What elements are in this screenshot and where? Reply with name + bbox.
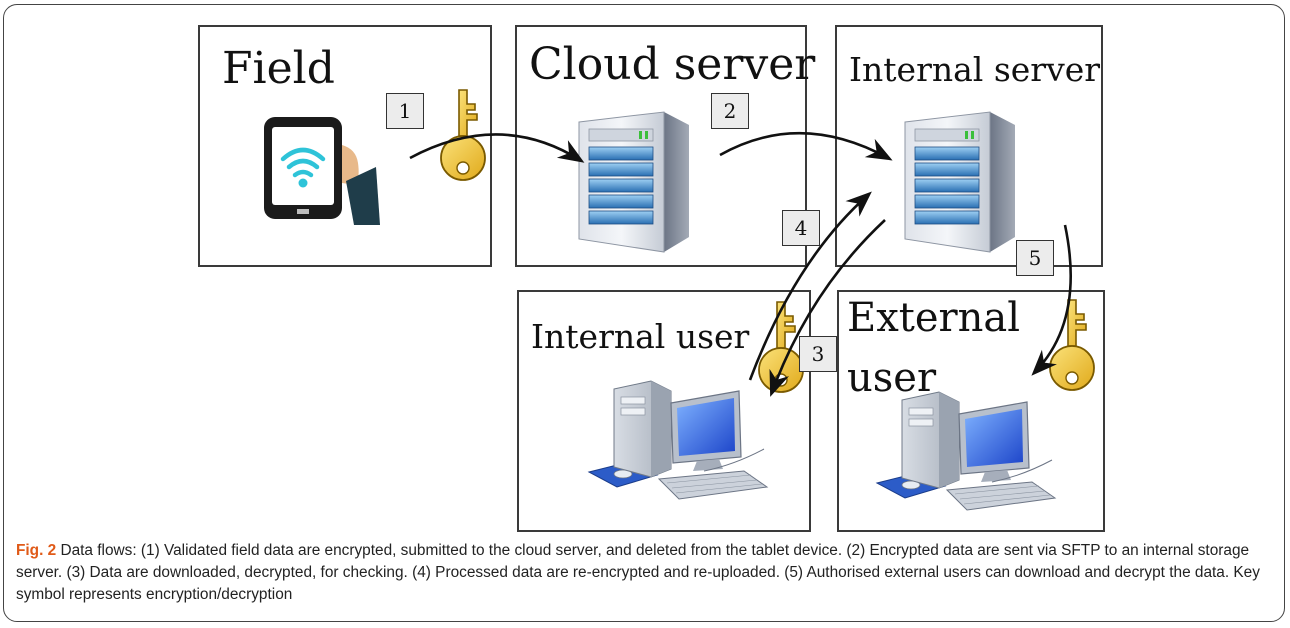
panel-title-internal-user: Internal user <box>531 317 750 356</box>
flow-arrow-5 <box>1031 224 1072 376</box>
panel-title-external-user-2: user <box>847 355 937 401</box>
figure-frame <box>3 4 1285 622</box>
flow-arrow-3 <box>769 219 886 397</box>
step-5-label: 5 <box>1016 240 1054 276</box>
panel-internal-user: Internal user <box>517 290 811 532</box>
panel-title-cloud-server: Cloud server <box>529 39 816 90</box>
panel-title-field: Field <box>222 43 335 94</box>
tablet-wifi-icon <box>264 117 380 225</box>
flow-arrow-2 <box>719 131 893 161</box>
panel-title-external-user: External <box>847 295 1021 341</box>
figure-caption: Fig. 2 Data flows: (1) Validated field d… <box>16 540 1274 606</box>
step-1-label: 1 <box>386 93 424 129</box>
step-4-label: 4 <box>782 210 820 246</box>
flow-arrow-4 <box>748 191 872 381</box>
step-3-label: 3 <box>799 336 837 372</box>
panel-cloud-server: Cloud server <box>515 25 815 267</box>
flow-arrow-1 <box>409 133 585 163</box>
caption-text: Data flows: (1) Validated field data are… <box>16 542 1260 603</box>
step-2-label: 2 <box>711 93 749 129</box>
figure-label: Fig. 2 <box>16 542 57 559</box>
panel-title-internal-server: Internal server <box>849 50 1101 89</box>
panel-field: Field <box>198 25 492 267</box>
